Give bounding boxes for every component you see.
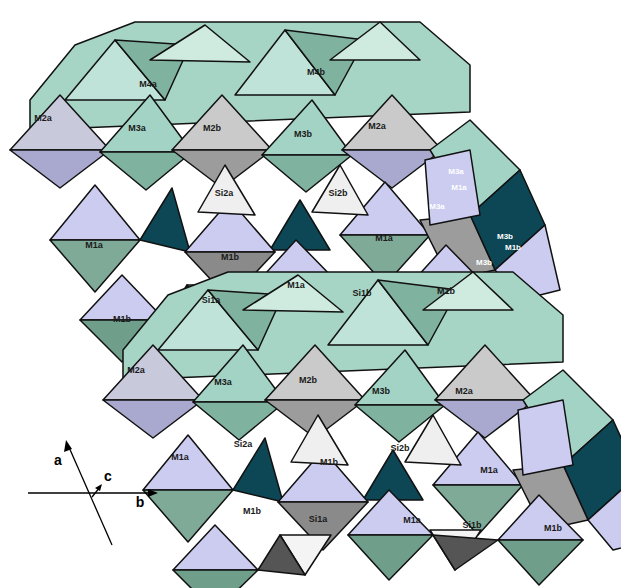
site-label: M1a	[480, 466, 498, 475]
site-label: Si1b	[352, 289, 371, 298]
site-label: M1a	[375, 234, 393, 243]
site-label: Si2a	[234, 440, 253, 449]
site-label: Si2b	[328, 189, 347, 198]
site-label: M1a	[451, 184, 467, 192]
site-label: M1b	[505, 244, 521, 252]
site-label: M2b	[203, 124, 221, 133]
site-label: M4a	[139, 80, 157, 89]
site-label: M3b	[372, 387, 390, 396]
site-label: M3b	[497, 233, 513, 241]
site-label: Si2b	[390, 444, 409, 453]
site-label: M3a	[429, 203, 445, 211]
site-label: M3a	[448, 168, 464, 176]
site-label: M4b	[307, 68, 325, 77]
axis-label: b	[136, 495, 145, 509]
site-label: M3a	[214, 378, 232, 387]
site-label: M2a	[455, 387, 473, 396]
site-label: M1b	[113, 315, 131, 324]
site-label: M1b	[221, 253, 239, 262]
site-label: M1b	[437, 287, 455, 296]
site-label: M1b	[243, 507, 261, 516]
site-label: M2a	[127, 366, 145, 375]
site-label: Si1b	[462, 521, 481, 530]
site-label: M1a	[403, 516, 421, 525]
axis-label: c	[104, 469, 112, 483]
site-label: M2a	[368, 122, 386, 131]
site-label: M1a	[171, 453, 189, 462]
axis-label: a	[54, 453, 62, 467]
site-label: Si2a	[215, 189, 234, 198]
site-label: M2b	[299, 376, 317, 385]
site-label: M2a	[34, 114, 52, 123]
site-label: Si1a	[309, 515, 328, 524]
site-label: M1a	[287, 281, 305, 290]
site-label: M1b	[544, 524, 562, 533]
site-label: M1a	[85, 241, 103, 250]
site-label: Si1a	[202, 296, 221, 305]
site-label: M3b	[294, 130, 312, 139]
site-label: M3a	[128, 124, 146, 133]
site-label: M3b	[476, 259, 492, 267]
site-label: M1b	[320, 458, 338, 467]
